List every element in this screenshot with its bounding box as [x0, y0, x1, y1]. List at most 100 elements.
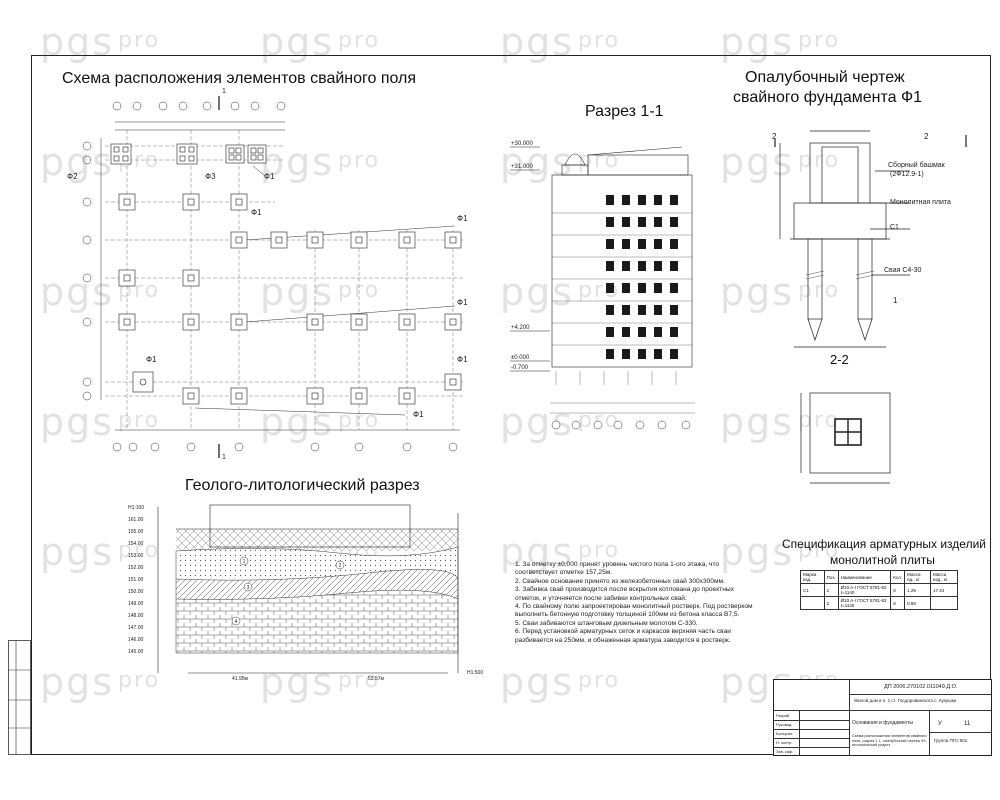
- stamp-project: Жилой дом в п. 1 ст. Госдоровинского с. …: [854, 698, 957, 703]
- label-f1: Ф1: [146, 355, 157, 364]
- table-cell: Ø10 A-I ГОСТ 5781-82 ℓ=1140: [837, 583, 892, 597]
- spec-title-line1: Спецификация арматурных изделий: [782, 537, 986, 551]
- section-2-2-title: 2-2: [830, 352, 849, 367]
- stamp-row-label: Консульт.: [776, 731, 794, 736]
- geology-dim: 41.95м: [232, 676, 248, 682]
- mark-1: 1: [893, 296, 898, 305]
- table-header: Марка изд.: [800, 570, 825, 584]
- drawing-sheet-frame: [31, 55, 991, 755]
- binding-strip: [8, 640, 31, 755]
- table-cell: [929, 596, 959, 610]
- label-f2: Ф2: [67, 172, 78, 181]
- svg-text:2: 2: [339, 563, 342, 569]
- stamp-drawing: Схема расположения элементов свайного по…: [852, 734, 928, 747]
- table-cell: Ø10 A-I ГОСТ 5781-82 ℓ=1140: [837, 596, 892, 610]
- table-cell: С1: [800, 583, 825, 597]
- mark-2-left: 2: [772, 132, 777, 141]
- stamp-sheet-title: Основания и фундаменты: [852, 720, 914, 726]
- callout-shoe: Сборный башмак: [888, 162, 945, 169]
- geology-title: Геолого-литологический разрез: [185, 477, 420, 494]
- spec-title-line2: монолитной плиты: [830, 553, 935, 567]
- formwork-section-drawing: [774, 130, 967, 348]
- svg-text:4: 4: [235, 619, 238, 625]
- label-f3: Ф3: [205, 172, 216, 181]
- note-item: 3. Забивка свай производится после вскры…: [515, 586, 734, 602]
- label-f1: Ф1: [413, 410, 424, 419]
- stamp-code: ДП 2006.270102.011049.Д.О.: [884, 684, 958, 690]
- geology-section-drawing: 1 2 3 4: [157, 504, 459, 674]
- table-cell: 8: [890, 583, 906, 597]
- stamp-row-label: Руковод.: [776, 722, 793, 727]
- table-cell: 8: [890, 596, 906, 610]
- stamp-row-label: Н. контр.: [776, 740, 793, 745]
- section-1-1-drawing: [510, 146, 695, 430]
- table-cell: 17.44: [929, 583, 959, 597]
- note-item: 6. Перед установкой арматурных сеток и к…: [515, 628, 731, 644]
- level-mark: +31.000: [511, 164, 533, 170]
- table-row: 2 Ø10 A-I ГОСТ 5781-82 ℓ=1140 8 0.89: [800, 596, 959, 610]
- label-f1: Ф1: [457, 355, 468, 364]
- svg-text:1: 1: [243, 559, 246, 565]
- label-f1: Ф1: [264, 172, 275, 181]
- section-1-1-title: Разрез 1-1: [585, 103, 664, 120]
- label-f1: Ф1: [457, 298, 468, 307]
- geology-dim: 53.57м: [368, 676, 384, 682]
- formwork-title-line2: свайного фундамента Ф1: [733, 89, 923, 106]
- table-header: Наименование: [837, 570, 892, 584]
- mark-2-right: 2: [924, 132, 929, 141]
- table-cell: 1.29: [904, 583, 931, 597]
- table-row: С1 1 Ø10 A-I ГОСТ 5781-82 ℓ=1140 8 1.29 …: [800, 583, 959, 597]
- table-header-row: Марка изд. Поз. Наименование Кол. Масса …: [800, 570, 959, 584]
- callout-shoe-code: (2Ф12.9-1): [890, 171, 924, 178]
- table-header: Масса ед., кг: [904, 570, 931, 584]
- scale-right: Н1:500: [467, 670, 484, 676]
- section-mark-bottom: 1: [222, 454, 226, 461]
- level-mark: -0.700: [511, 365, 529, 371]
- table-header: Кол.: [890, 570, 906, 584]
- callout-slab: Монолитная плита: [890, 199, 951, 206]
- title-block: ДП 2006.270102.011049.Д.О. Жилой дом в п…: [773, 679, 992, 756]
- table-header: Масса изд., кг: [929, 570, 959, 584]
- level-mark: +30.000: [511, 141, 533, 147]
- pile-field-title: Схема расположения элементов свайного по…: [62, 70, 417, 87]
- callout-c1: С1: [890, 224, 899, 231]
- stamp-row-label: Зав. каф.: [776, 749, 794, 754]
- level-mark: +4.200: [511, 325, 530, 331]
- table-cell: 0.89: [904, 596, 931, 610]
- table-cell: 1: [823, 583, 839, 597]
- section-mark-top: 1: [222, 88, 226, 95]
- note-item: 4. По свайному полю запроектирован монол…: [515, 603, 753, 619]
- table-header: Поз.: [823, 570, 839, 584]
- formwork-title-line1: Опалубочный чертеж: [745, 69, 905, 86]
- stamp-org: Группа ПГС-501: [934, 738, 968, 743]
- table-cell: [800, 596, 825, 610]
- pile-caps: [110, 143, 462, 405]
- pile-field-plan: [82, 96, 465, 458]
- callout-pile: Свая С4-30: [884, 267, 922, 274]
- note-item: 5. Сваи забиваются штанговым дизельным м…: [515, 619, 698, 627]
- spec-table: Марка изд. Поз. Наименование Кол. Масса …: [800, 570, 959, 610]
- level-mark: ±0.000: [511, 355, 530, 361]
- label-f1: Ф1: [457, 214, 468, 223]
- label-f1: Ф1: [251, 208, 262, 217]
- stamp-row-label: Разраб.: [776, 713, 791, 718]
- note-item: 2. Свайное основание принято из железобе…: [515, 577, 725, 585]
